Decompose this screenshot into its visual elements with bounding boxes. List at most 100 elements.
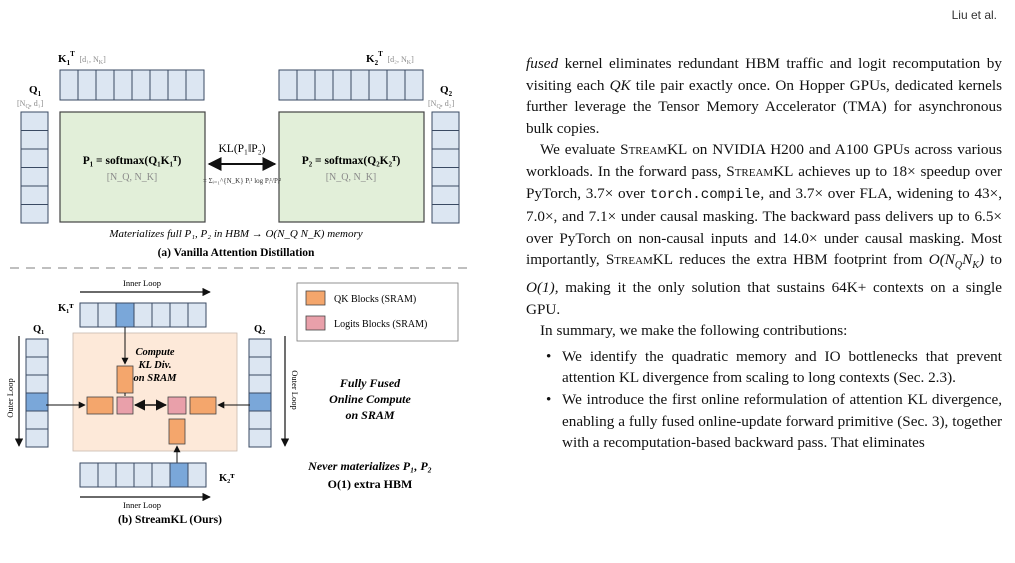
panel-a: K1T [d₁, NK] K2T [d₂, NK] Q1 [NQ, d₁] Q2… — [17, 47, 460, 259]
fused-line-1: Fully Fused — [339, 376, 401, 390]
matrix-block — [431, 204, 460, 224]
matrix-block — [151, 462, 171, 488]
matrix-block — [25, 356, 49, 376]
matrix-block — [169, 302, 189, 328]
panel-b: Inner Loop K₁ᵀ Compute KL Div. on SRAM Q… — [5, 278, 459, 526]
kl-formula: = Σᵢ₌₁^{N_K} Pᵢ¹ log Pᵢ¹/Pᵢ² — [203, 177, 281, 185]
matrix-block — [149, 69, 169, 101]
q2-dims: [NQ, d₂] — [428, 99, 455, 110]
legend-logits-swatch — [305, 315, 326, 331]
contribution-item: We introduce the first online reformulat… — [546, 389, 1002, 454]
inner-loop-bottom-label: Inner Loop — [123, 500, 161, 510]
b-k2t-label: K₂ᵀ — [219, 473, 235, 484]
matrix-block — [20, 130, 49, 150]
matrix-block — [20, 111, 49, 131]
panel-b-caption: (b) StreamKL (Ours) — [118, 514, 222, 526]
matrix-block — [350, 69, 370, 101]
p2-matrix — [278, 111, 425, 223]
qk-block-q2 — [189, 396, 217, 415]
matrix-block — [248, 392, 272, 412]
extra-hbm-line: O(1) extra HBM — [328, 477, 413, 491]
q2-block-column — [431, 111, 460, 224]
matrix-block — [431, 130, 460, 150]
matrix-block — [187, 302, 207, 328]
matrix-block — [133, 302, 153, 328]
matrix-block — [431, 148, 460, 168]
matrix-block — [79, 302, 99, 328]
k2t-block-row — [278, 69, 424, 101]
inner-loop-top-label: Inner Loop — [123, 278, 161, 288]
p2-formula: P₂ = softmax(Q₂K₂ᵀ) — [302, 155, 401, 167]
legend-qk-swatch — [305, 290, 326, 306]
b-k1t-label: K₁ᵀ — [58, 303, 74, 314]
matrix-block — [187, 462, 207, 488]
matrix-block — [248, 428, 272, 448]
q2-label: Q2 — [440, 84, 453, 98]
b-q1-label: Q₁ — [33, 324, 44, 335]
compute-line-2: KL Div. — [137, 360, 171, 371]
qk-block-k1 — [116, 365, 134, 394]
matrix-block — [248, 338, 272, 358]
matrix-block — [185, 69, 205, 101]
matrix-block — [20, 185, 49, 205]
b-q2-label: Q₂ — [254, 324, 265, 335]
running-head: Liu et al. — [951, 8, 997, 22]
fused-line-2: Online Compute — [329, 392, 411, 406]
matrix-block — [59, 69, 79, 101]
matrix-block — [431, 111, 460, 131]
outer-loop-left-label: Outer Loop — [5, 378, 15, 417]
paragraph-summary: In summary, we make the following contri… — [540, 322, 848, 340]
matrix-block — [115, 302, 135, 328]
k2t-label: K2T [d₂, NK] — [366, 47, 414, 67]
b-q1-block-column — [25, 338, 49, 448]
logits-block-2 — [167, 396, 187, 415]
sram-region — [72, 332, 238, 452]
matrix-block — [404, 69, 424, 101]
compute-line-1: Compute — [135, 347, 174, 358]
contributions-list: We identify the quadratic memory and IO … — [526, 346, 1002, 454]
matrix-block — [20, 204, 49, 224]
logits-block-1 — [116, 396, 134, 415]
matrix-block — [25, 392, 49, 412]
matrix-block — [296, 69, 316, 101]
matrix-block — [248, 356, 272, 376]
paragraph-evaluation: We evaluate StreamKL on NVIDIA H200 and … — [526, 141, 1003, 318]
b-q2-block-column — [248, 338, 272, 448]
matrix-block — [115, 462, 135, 488]
panel-a-caption: (a) Vanilla Attention Distillation — [158, 247, 315, 259]
matrix-block — [20, 167, 49, 187]
legend-qk-label: QK Blocks (SRAM) — [334, 294, 416, 305]
matrix-block — [97, 462, 117, 488]
panel-a-note: Materializes full P₁, P₂ in HBM → O(N_Q … — [108, 228, 362, 240]
q1-dims: [NQ, d₁] — [17, 99, 44, 110]
matrix-block — [431, 185, 460, 205]
compute-line-3: on SRAM — [134, 373, 178, 384]
fused-line-3: on SRAM — [345, 408, 394, 422]
matrix-block — [169, 462, 189, 488]
matrix-block — [25, 428, 49, 448]
never-materializes-line: Never materializes P₁, P₂ — [307, 459, 432, 473]
matrix-block — [25, 410, 49, 430]
matrix-block — [368, 69, 388, 101]
matrix-block — [151, 302, 171, 328]
p1-dims: [N_Q, N_K] — [107, 172, 158, 183]
b-k2t-block-row — [79, 462, 207, 488]
matrix-block — [79, 462, 99, 488]
p2-dims: [N_Q, N_K] — [326, 172, 377, 183]
qk-block-k2 — [168, 418, 186, 445]
matrix-block — [248, 374, 272, 394]
q1-label: Q1 — [29, 84, 42, 98]
matrix-block — [77, 69, 97, 101]
matrix-block — [332, 69, 352, 101]
body-text-column: fused kernel eliminates redundant HBM tr… — [526, 53, 1002, 454]
outer-loop-right-label: Outer Loop — [290, 370, 300, 409]
matrix-block — [431, 167, 460, 187]
kl-label: KL(P₁‖P₂) — [218, 143, 265, 155]
matrix-block — [25, 374, 49, 394]
matrix-block — [97, 302, 117, 328]
figure: K1T [d₁, NK] K2T [d₂, NK] Q1 [NQ, d₁] Q2… — [5, 47, 470, 526]
qk-block-q1 — [86, 396, 114, 415]
matrix-block — [314, 69, 334, 101]
matrix-block — [278, 69, 298, 101]
contribution-item: We identify the quadratic memory and IO … — [546, 346, 1002, 389]
